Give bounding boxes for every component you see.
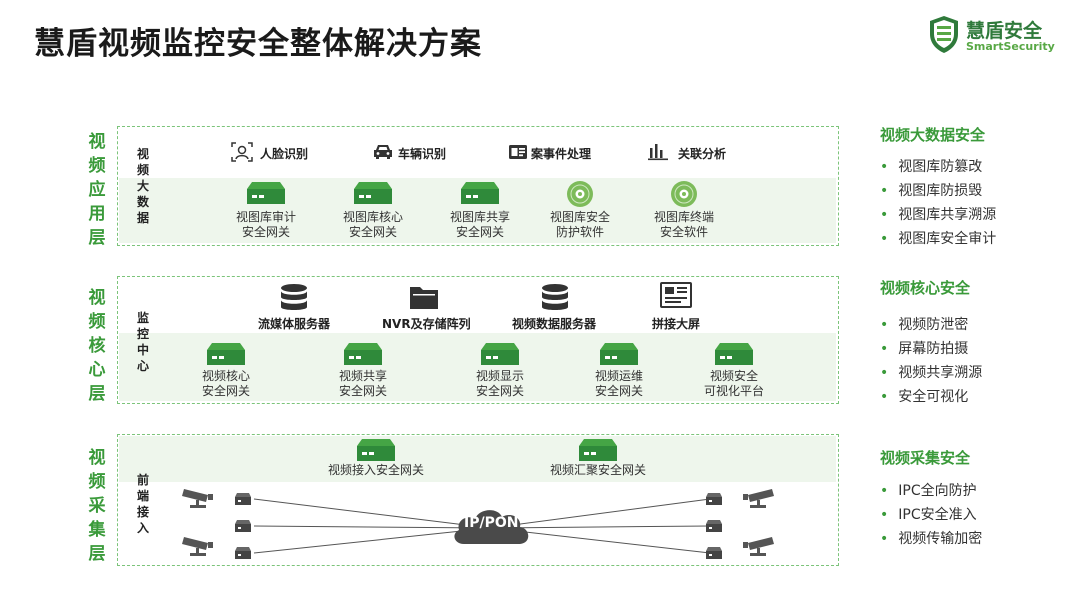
gateway-icon [480,342,520,366]
shield-logo-icon [928,14,960,54]
database-icon [540,283,570,313]
gateway-icon [460,181,500,205]
list-item: •视图库安全审计 [880,231,997,247]
gateway-caption-aggregate: 视频汇聚安全网关 [549,463,646,477]
gateway-icon [343,342,383,366]
car-icon [372,142,394,162]
right-title-bigdata: 视频大数据安全 [880,126,986,144]
list-item: •屏幕防拍摄 [880,341,969,357]
component-caption: 视频运维安全网关 [594,369,643,398]
component-caption: 视图库终端安全软件 [653,210,714,239]
right-list-collect: •IPC全向防护 •IPC安全准入 •视频传输加密 [880,479,982,551]
database-icon [279,283,309,313]
ipc-device-icon [705,546,723,560]
layer-label-collect: 视频采集层 [88,448,106,564]
folder-icon [409,284,439,310]
page-title: 慧盾视频监控安全整体解决方案 [34,26,482,62]
network-links [240,490,740,560]
component-caption: 视频显示安全网关 [475,369,524,398]
list-item: •视频传输加密 [880,531,983,547]
list-item: •IPC安全准入 [880,507,977,523]
component-caption: 视图库核心安全网关 [342,210,403,239]
camera-icon [740,486,774,510]
disc-icon [566,180,594,208]
disc-icon [670,180,698,208]
component-caption: 视图库审计安全网关 [235,210,296,239]
camera-icon [182,534,216,558]
side-label-core: 监控中心 [136,311,149,373]
gateway-icon [353,181,393,205]
list-item: •视频防泄密 [880,317,969,333]
list-item: •视频共享溯源 [880,365,983,381]
dashboard-screen-icon [660,282,692,310]
bar-chart-icon [647,141,669,161]
component-caption: 视频共享安全网关 [338,369,387,398]
right-list-core: •视频防泄密 •屏幕防拍摄 •视频共享溯源 •安全可视化 [880,313,982,409]
gateway-caption-access: 视频接入安全网关 [327,463,424,477]
top-item-nvr: NVR及存储阵列 [382,317,471,331]
gateway-icon [599,342,639,366]
top-item-bigscreen: 拼接大屏 [652,317,701,331]
component-caption: 视图库共享安全网关 [449,210,510,239]
component-caption: 视图库安全防护软件 [549,210,610,239]
cloud-label: IP/PON [464,515,519,531]
list-item: •视图库共享溯源 [880,207,997,223]
gateway-icon [356,438,396,462]
layer-label-core: 视频核心层 [88,288,106,404]
camera-icon [740,534,774,558]
list-item: •安全可视化 [880,389,969,405]
ipc-device-icon [234,546,252,560]
top-item-case: 案事件处理 [531,147,592,161]
list-item: •视图库防损毁 [880,183,983,199]
layer-band-collect [119,436,836,482]
layer-label-app: 视频应用层 [88,132,106,248]
top-item-face: 人脸识别 [260,147,309,161]
camera-icon [182,486,216,510]
top-item-analysis: 关联分析 [678,147,727,161]
logo-name: 慧盾安全 [966,20,1043,42]
side-label-app: 视频大数据 [136,147,149,225]
logo-subtitle: SmartSecurity [966,40,1055,53]
ipc-device-icon [234,519,252,533]
face-recognition-icon [230,140,254,164]
gateway-icon [206,342,246,366]
ipc-device-icon [705,492,723,506]
list-item: •视图库防篡改 [880,159,983,175]
list-item: •IPC全向防护 [880,483,977,499]
side-label-collect: 前端接入 [136,473,149,535]
ipc-device-icon [705,519,723,533]
component-caption: 视频安全可视化平台 [703,369,764,398]
ipc-device-icon [234,492,252,506]
case-card-icon [508,142,528,162]
top-item-stream: 流媒体服务器 [258,317,331,331]
right-title-collect: 视频采集安全 [880,449,971,467]
right-title-core: 视频核心安全 [880,279,971,297]
gateway-icon [246,181,286,205]
top-item-vehicle: 车辆识别 [398,147,447,161]
cloud-icon [450,504,532,546]
component-caption: 视频核心安全网关 [201,369,250,398]
gateway-icon [714,342,754,366]
right-list-bigdata: •视图库防篡改 •视图库防损毁 •视图库共享溯源 •视图库安全审计 [880,155,996,251]
gateway-icon [578,438,618,462]
top-item-video-data: 视频数据服务器 [512,317,597,331]
